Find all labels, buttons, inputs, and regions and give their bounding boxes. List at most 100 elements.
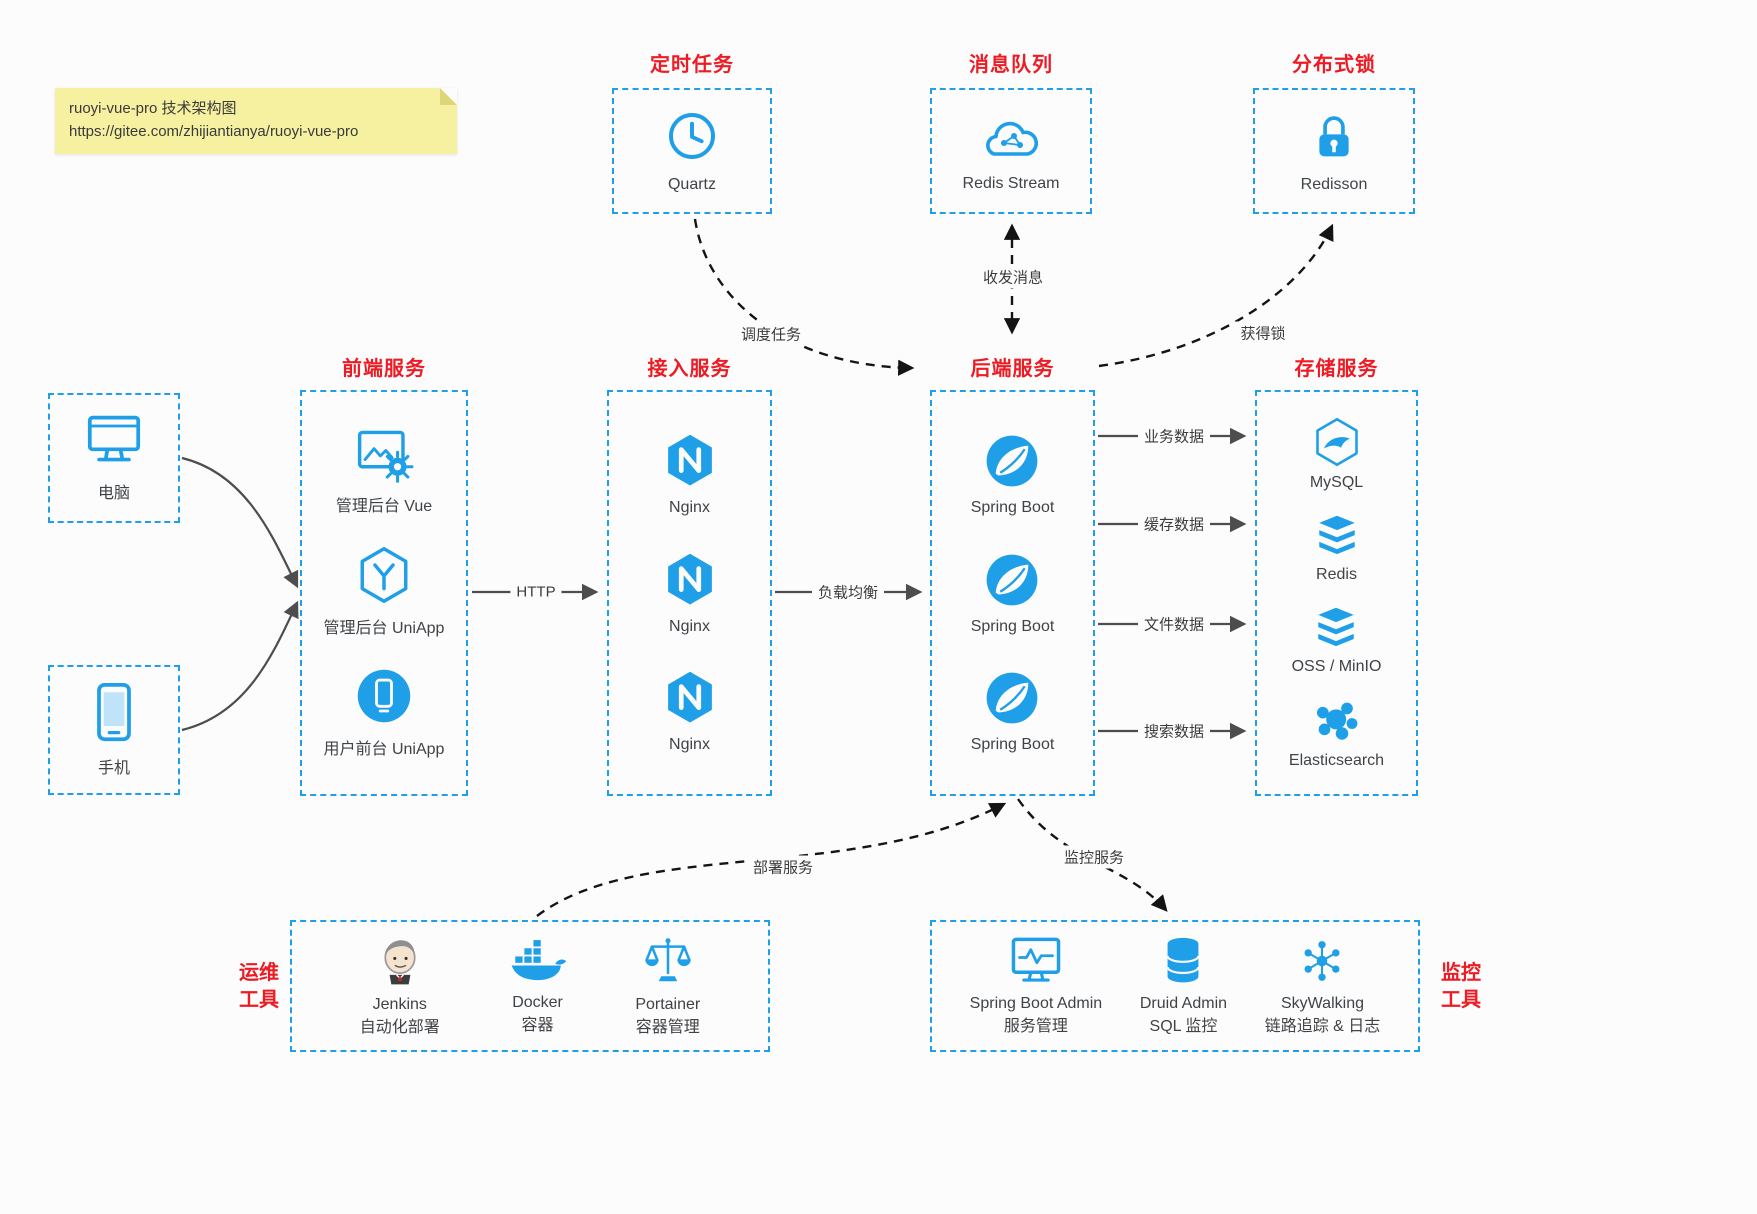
mobile-app-icon [354,666,414,726]
spring-boot-admin-label: Spring Boot Admin [969,994,1103,1012]
nginx-label: Nginx [669,736,710,754]
node-mysql: MySQL [1310,416,1363,492]
monitor-tools-title-line1: 监控 [1441,962,1481,984]
spring-icon [983,669,1041,727]
computer-icon [84,413,144,467]
label-schedule-task: 调度任务 [734,322,808,346]
edge-phone-to-frontend [181,600,299,732]
box-storage: MySQL Redis [1255,390,1418,796]
node-redis: Redis [1310,512,1364,584]
node-spring-boot-3: Spring Boot [970,669,1055,754]
box-monitor-tools: Spring Boot Admin 服务管理 Druid Admin SQL 监… [930,920,1420,1052]
ops-tools-title-line2: 工具 [239,989,279,1011]
monitor-tools-title-line2: 工具 [1441,989,1481,1011]
skywalking-icon [1296,935,1348,987]
mysql-icon [1311,416,1363,468]
box-frontend: 管理后台 Vue 管理后台 UniApp 用户前台 UniApp [300,390,468,796]
box-quartz: Quartz [612,88,772,214]
spring-boot-admin-icon [1008,935,1064,987]
box-computer: 电脑 [48,393,180,523]
node-portainer: Portainer 容器管理 [635,934,700,1039]
admin-vue-label: 管理后台 Vue [335,497,433,515]
node-nginx-2: Nginx [662,551,718,636]
box-redisson: Redisson [1253,88,1415,214]
label-search-data: 搜索数据 [1137,719,1211,743]
spring-boot-label: Spring Boot [970,498,1055,516]
cloud-nodes-icon [979,109,1043,163]
druid-admin-label: Druid Admin [1139,994,1228,1012]
node-jenkins: Jenkins 自动化部署 [360,934,440,1039]
druid-icon [1159,935,1207,987]
edge-acquire-lock [1098,223,1334,368]
title-gateway: 接入服务 [647,358,732,380]
box-redis-stream: Redis Stream [930,88,1092,214]
title-distributed-lock: 分布式锁 [1292,54,1376,76]
nginx-icon [662,432,718,490]
node-user-uniapp: 用户前台 UniApp [323,666,445,759]
ops-tools-title-line1: 运维 [239,962,279,984]
box-backend: Spring Boot Spring Boot Spring Boot [930,390,1095,796]
redisson-label: Redisson [1300,176,1368,193]
node-admin-vue: 管理后台 Vue [336,427,432,516]
portainer-label: Portainer [635,995,701,1013]
nginx-icon [662,551,718,609]
spring-boot-label: Spring Boot [970,736,1055,754]
mysql-label: MySQL [1309,474,1364,491]
node-nginx-1: Nginx [662,432,718,517]
object-storage-icon [1309,604,1363,652]
skywalking-label: SkyWalking [1281,994,1364,1012]
nginx-label: Nginx [669,617,710,635]
docker-icon [508,936,568,986]
jenkins-desc: 自动化部署 [359,1018,440,1036]
node-elasticsearch: Elasticsearch [1289,696,1384,770]
edge-schedule-task [693,218,915,376]
node-spring-boot-admin: Spring Boot Admin 服务管理 [969,935,1103,1038]
label-send-receive-message: 收发消息 [976,265,1050,289]
edge-computer-to-frontend [181,456,299,589]
portainer-icon [641,934,695,988]
spring-boot-label: Spring Boot [970,617,1055,635]
portainer-desc: 容器管理 [635,1018,700,1036]
admin-vue-icon [353,427,415,483]
redis-icon [1310,512,1364,560]
label-http: HTTP [510,582,562,602]
note-title: ruoyi-vue-pro 技术架构图 [69,100,237,117]
docker-label: Docker [512,993,563,1011]
skywalking-desc: 链路追踪 & 日志 [1264,1017,1381,1035]
node-spring-boot-2: Spring Boot [970,551,1055,636]
label-monitor-service: 监控服务 [1057,845,1131,869]
node-skywalking: SkyWalking 链路追踪 & 日志 [1264,935,1381,1038]
title-monitor-tools: 监控 工具 [1436,960,1486,1014]
nginx-label: Nginx [669,498,710,516]
sticky-note: ruoyi-vue-pro 技术架构图 https://gitee.com/zh… [55,88,457,154]
uniapp-hexagon-icon [355,545,413,605]
elasticsearch-icon [1310,696,1364,746]
docker-desc: 容器 [521,1016,554,1034]
title-message-queue: 消息队列 [969,54,1053,76]
clock-icon [664,108,720,164]
node-docker: Docker 容器 [508,936,568,1037]
title-backend: 后端服务 [970,358,1055,380]
node-oss-minio: OSS / MinIO [1292,604,1381,676]
title-scheduled-tasks: 定时任务 [650,54,734,76]
label-file-data: 文件数据 [1137,612,1211,636]
box-phone: 手机 [48,665,180,795]
quartz-label: Quartz [667,176,716,193]
note-url: https://gitee.com/zhijiantianya/ruoyi-vu… [69,123,359,141]
nginx-icon [662,669,718,727]
title-storage: 存储服务 [1294,358,1379,380]
redis-stream-label: Redis Stream [962,175,1060,192]
box-gateway: Nginx Nginx Nginx [607,390,772,796]
lock-icon [1308,108,1360,164]
label-cache-data: 缓存数据 [1137,512,1211,536]
jenkins-icon [374,934,426,988]
druid-admin-desc: SQL 监控 [1149,1017,1218,1035]
node-spring-boot-1: Spring Boot [970,432,1055,517]
jenkins-label: Jenkins [372,995,427,1013]
user-uniapp-label: 用户前台 UniApp [323,741,445,759]
phone-icon [94,682,134,742]
label-load-balance: 负载均衡 [811,580,885,604]
computer-label: 电脑 [97,485,130,502]
